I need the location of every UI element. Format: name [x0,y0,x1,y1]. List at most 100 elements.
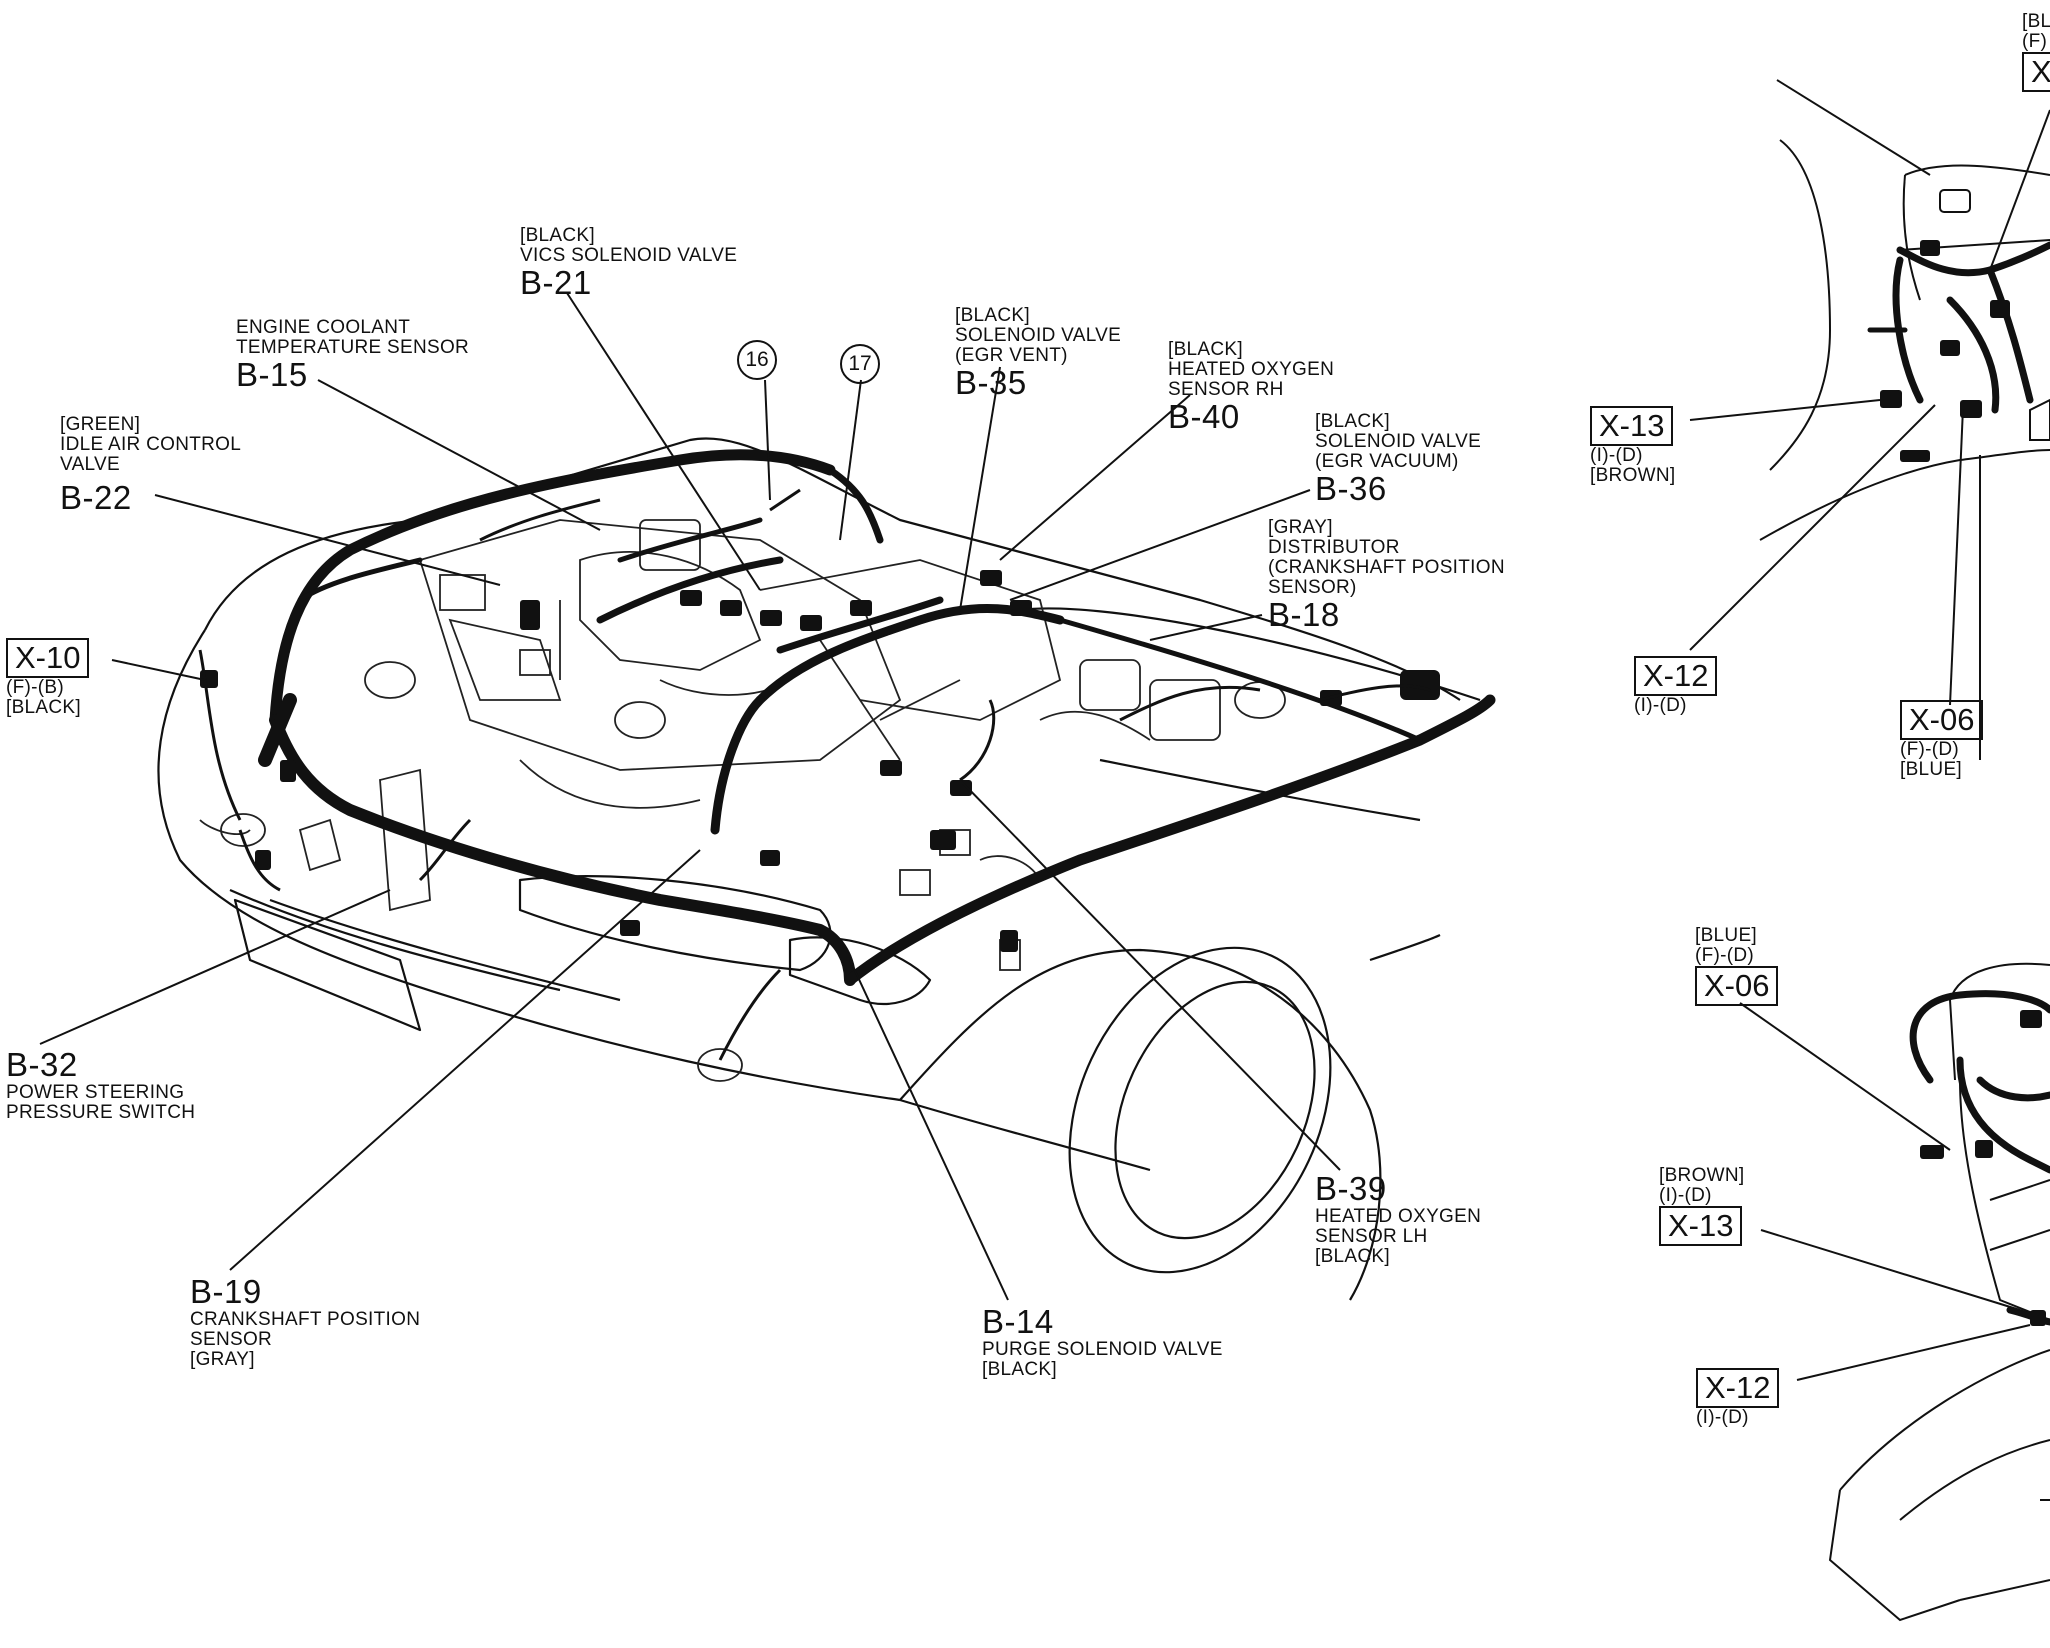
b36-name2: (EGR VACUUM) [1315,450,1459,472]
b35-name1: SOLENOID VALVE [955,324,1122,346]
label-corner: [BL (F) X [2022,12,2050,92]
x10-color: [BLACK] [6,696,81,718]
b19-color: [GRAY] [190,1348,255,1370]
b32-name2: PRESSURE SWITCH [6,1101,196,1123]
b21-name: VICS SOLENOID VALVE [520,244,738,266]
x12-top-code: X-12 [1634,656,1718,696]
console-inset [1828,962,2050,1622]
label-b18: [GRAY] DISTRIBUTOR (CRANKSHAFT POSITION … [1268,518,1505,632]
leader-b40 [999,394,1191,561]
leader-b19 [229,849,701,1271]
x13-top-code: X-13 [1590,406,1674,446]
thin-wires [198,488,1431,1061]
b35-code: B-35 [955,363,1027,401]
b39-code: B-39 [1315,1170,1387,1207]
label-x13-bot: [BROWN] (I)-(D) X-13 [1659,1166,1745,1246]
x13-bot-code: X-13 [1659,1205,1743,1246]
b18-name1: DISTRIBUTOR [1268,536,1400,558]
b35-name2: (EGR VENT) [955,344,1068,366]
corner-line1: [BL [2022,11,2050,32]
b36-name1: SOLENOID VALVE [1315,430,1482,452]
label-b36: [BLACK] SOLENOID VALVE (EGR VACUUM) B-36 [1315,412,1481,506]
label-b40: [BLACK] HEATED OXYGEN SENSOR RH B-40 [1168,340,1334,434]
b18-color: [GRAY] [1268,517,1333,538]
x12-top-pins: (I)-(D) [1634,694,1687,716]
leader-b14 [849,959,1009,1301]
leader-x06-bot [1739,1002,1951,1151]
label-b21: [BLACK] VICS SOLENOID VALVE B-21 [520,226,737,301]
label-x13-top: X-13 (I)-(D) [BROWN] [1590,406,1676,486]
b40-name1: HEATED OXYGEN [1168,358,1335,380]
b22-name2: VALVE [60,453,120,475]
leader-x13-bot [1760,1229,2021,1311]
b18-name2: (CRANKSHAFT POSITION [1268,556,1505,578]
label-x12-bot: X-12 (I)-(D) [1696,1368,1780,1428]
b19-code: B-19 [190,1273,262,1310]
harness-connectors [200,570,1440,952]
x06-bot-pins: (F)-(D) [1695,944,1755,966]
label-x06-top: X-06 (F)-(D) [BLUE] [1900,700,1984,780]
b15-name2: TEMPERATURE SENSOR [236,336,470,358]
leader-b32 [39,889,391,1045]
x10-pins: (F)-(B) [6,676,65,698]
leader-x13-top [1689,399,1881,421]
dashboard-inset [1759,139,2050,760]
leader-b36 [1009,489,1311,601]
leader-x12-top [1689,404,1936,651]
x13-bot-color: [BROWN] [1659,1165,1745,1186]
label-b14: B-14 PURGE SOLENOID VALVE [BLACK] [982,1303,1223,1380]
x12-bot-code: X-12 [1696,1368,1780,1408]
corner-code: X [2022,51,2050,92]
leader-b21 [566,292,761,591]
b32-code: B-32 [6,1046,78,1083]
leader-corner2 [1989,109,2050,271]
b40-name2: SENSOR RH [1168,378,1284,400]
x06-top-code: X-06 [1900,700,1984,740]
b40-color: [BLACK] [1168,339,1243,360]
b21-color: [BLACK] [520,225,595,246]
leader-x06-top [1949,407,1964,706]
b39-name1: HEATED OXYGEN [1315,1205,1482,1227]
console-connectors [1920,1010,2046,1326]
dashboard-harness [1867,241,2050,414]
x13-top-color: [BROWN] [1590,464,1676,486]
label-x06-bot: [BLUE] (F)-(D) X-06 [1695,926,1779,1006]
x06-top-pins: (F)-(D) [1900,738,1960,760]
b36-color: [BLACK] [1315,411,1390,432]
b15-code: B-15 [236,355,308,393]
label-b22: [GREEN] IDLE AIR CONTROL VALVE B-22 [60,415,241,515]
leader-lines [39,79,2050,1381]
leader-x10 [111,659,206,681]
leader-b22 [154,494,501,586]
x06-bot-code: X-06 [1695,965,1779,1006]
b39-color: [BLACK] [1315,1245,1390,1267]
leader-b35 [959,366,1001,611]
b39-name2: SENSOR LH [1315,1225,1428,1247]
b19-name2: SENSOR [190,1328,273,1350]
main-wiring-harness [258,449,1496,986]
console-harness [1909,990,2050,1326]
leader-b18 [1149,614,1263,641]
label-b19: B-19 CRANKSHAFT POSITION SENSOR [GRAY] [190,1273,421,1370]
b14-name: PURGE SOLENOID VALVE [982,1338,1223,1360]
label-b35: [BLACK] SOLENOID VALVE (EGR VENT) B-35 [955,306,1121,400]
b19-name1: CRANKSHAFT POSITION [190,1308,421,1330]
b40-code: B-40 [1168,397,1240,435]
b22-name1: IDLE AIR CONTROL [60,433,242,455]
b14-color: [BLACK] [982,1358,1057,1380]
x06-top-color: [BLUE] [1900,758,1962,780]
leader-x12-bot [1796,1324,2031,1381]
label-b32: B-32 POWER STEERING PRESSURE SWITCH [6,1046,196,1123]
x13-bot-pins: (I)-(D) [1659,1184,1712,1206]
b15-name1: ENGINE COOLANT [236,317,411,338]
dashboard-connectors [1880,240,2010,462]
b22-color: [GREEN] [60,414,141,435]
x10-code: X-10 [6,638,90,678]
label-x12-top: X-12 (I)-(D) [1634,656,1718,716]
b14-code: B-14 [982,1303,1054,1340]
x13-top-pins: (I)-(D) [1590,444,1643,466]
corner-line2: (F) [2022,30,2048,52]
b32-name1: POWER STEERING [6,1081,185,1103]
b36-code: B-36 [1315,469,1387,507]
